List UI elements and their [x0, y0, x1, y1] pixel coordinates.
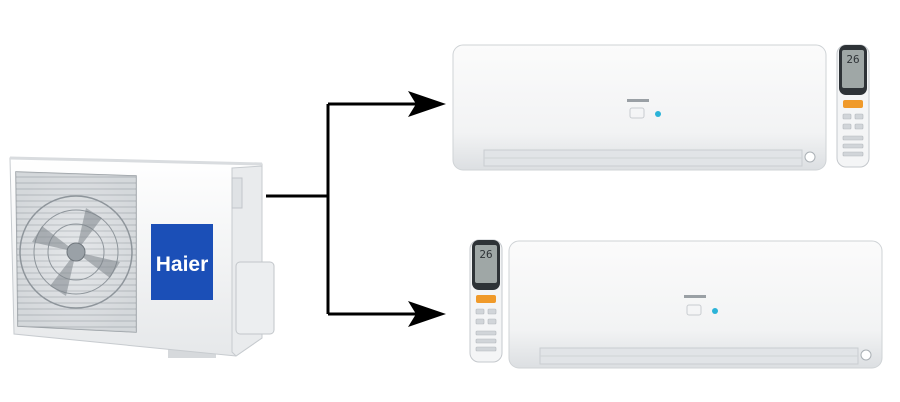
haier-logo: Haier — [151, 224, 213, 300]
temperature-display — [629, 107, 645, 119]
drain-knob — [804, 151, 816, 163]
remote-control-top: 26 — [836, 44, 870, 168]
arrow-head-icon — [408, 301, 446, 327]
remote-control-bottom: 26 — [469, 239, 503, 363]
remote-temp-readout: 26 — [846, 53, 859, 66]
brand-mark — [684, 295, 706, 298]
outdoor-unit: Haier — [9, 156, 275, 358]
arrow-head-icon — [408, 91, 446, 117]
drain-knob — [860, 349, 872, 361]
indicator-light — [712, 308, 718, 314]
brand-mark — [627, 99, 649, 102]
outdoor-foot-right — [168, 348, 216, 358]
service-valve-cover — [235, 261, 275, 335]
remote-power-button — [843, 100, 863, 108]
remote-power-button — [476, 295, 496, 303]
indicator-light — [655, 111, 661, 117]
remote-temp-readout: 26 — [479, 248, 492, 261]
fan-icon — [19, 195, 133, 309]
indoor-unit-bottom — [508, 240, 883, 369]
indoor-unit-top — [452, 44, 827, 171]
temperature-display — [686, 304, 702, 316]
brand-logo-text: Haier — [156, 253, 209, 276]
fan-grille — [15, 171, 137, 333]
refrigerant-connection — [266, 102, 416, 316]
